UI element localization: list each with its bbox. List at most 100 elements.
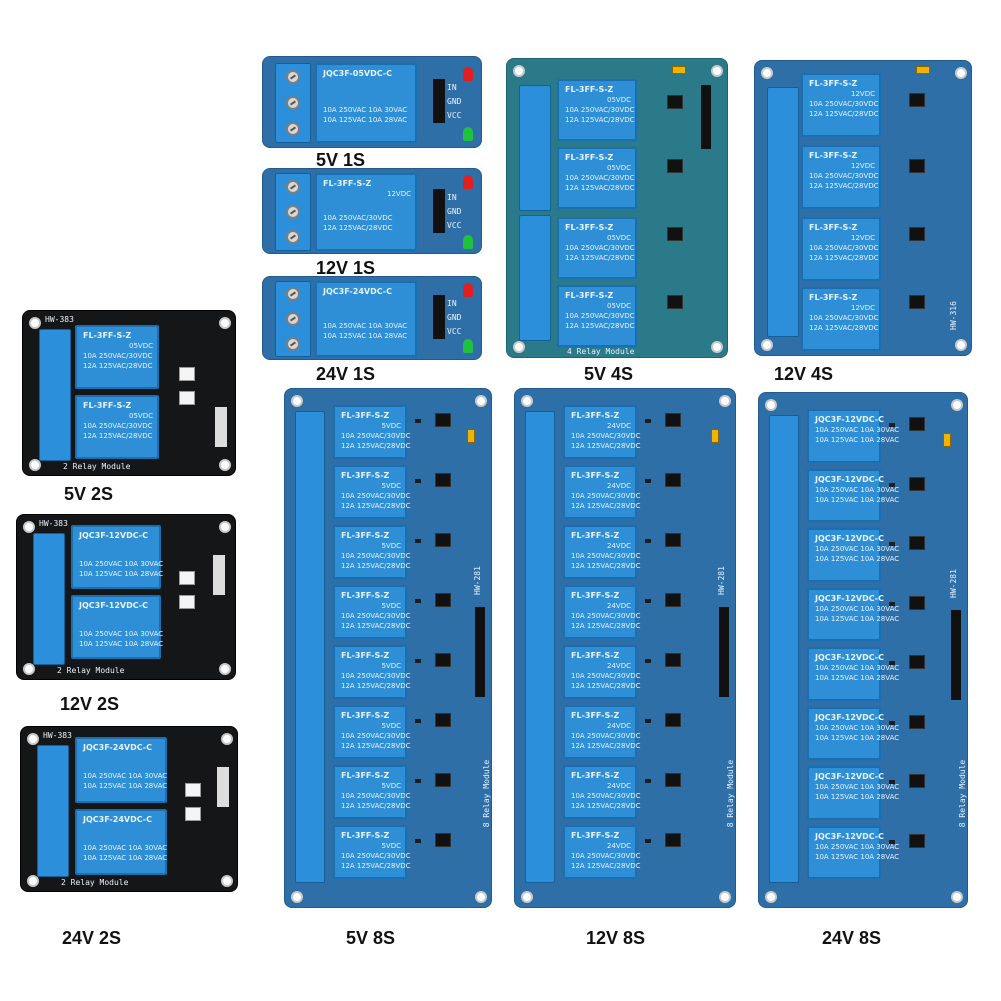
relay-rating-line: 10A 250VAC/30VDC <box>571 552 641 560</box>
relay-rating-line: 10A 250VAC/30VDC <box>341 852 411 860</box>
mount-hole <box>219 521 231 533</box>
relay-model: JQC3F-05VDC-C <box>323 69 392 78</box>
relay-model: FL-3FF-S-Z <box>341 411 390 420</box>
optocoupler <box>185 783 201 797</box>
relay-model: FL-3FF-S-Z <box>571 711 620 720</box>
relay-rating-line: 12A 125VAC/28VDC <box>341 562 411 570</box>
relay-model: FL-3FF-S-Z <box>83 401 132 410</box>
relay-voltage: 24VDC <box>607 782 631 790</box>
relay-voltage: 5VDC <box>381 782 401 790</box>
smd-resistor <box>889 423 895 427</box>
header-pins <box>433 79 445 123</box>
relay-rating-line: 10A 250VAC/30VDC <box>83 352 153 360</box>
board-label: 2 Relay Module <box>57 666 125 675</box>
screw <box>286 70 300 84</box>
relay-voltage: 12VDC <box>851 90 875 98</box>
relay-rating-line: 10A 125VAC 10A 28VAC <box>323 332 408 340</box>
power-led <box>463 283 473 297</box>
relay-rating-line: 10A 125VAC 10A 28VAC <box>323 116 408 124</box>
relay-12v: FL-3FF-S-Z 12VDC 10A 250VAC/30VDC 12A 12… <box>801 73 881 137</box>
status-led <box>463 127 473 141</box>
relay-model: FL-3FF-S-Z <box>341 771 390 780</box>
pin-label-vcc: VCC <box>447 111 462 120</box>
caption-12v-8s: 12V 8S <box>586 928 646 948</box>
smd-resistor <box>889 839 895 844</box>
header-pins <box>215 407 227 447</box>
mount-hole <box>27 733 39 745</box>
mount-hole <box>23 521 35 533</box>
optocoupler <box>665 833 681 847</box>
board-label: 8 Relay Module <box>726 759 736 828</box>
board-model: HW-281 <box>472 566 482 596</box>
mount-hole <box>761 67 773 79</box>
relay-model: FL-3FF-S-Z <box>571 651 620 660</box>
relay-rating-line: 10A 250VAC/30VDC <box>341 432 411 440</box>
relay-rating-line: 10A 250VAC 10A 30VAC <box>815 545 900 553</box>
optocoupler <box>435 473 451 487</box>
smd-resistor <box>415 839 421 843</box>
screw <box>286 96 300 110</box>
mount-hole <box>29 317 41 329</box>
mount-hole <box>521 395 533 407</box>
relay-5v: FL-3FF-S-Z 05VDC 10A 250VAC/30VDC 12A 12… <box>75 395 159 459</box>
relay-rating-line: 10A 250VAC/30VDC <box>571 852 641 860</box>
smd-resistor <box>415 719 421 723</box>
caption-12v-4s: 12V 4S <box>774 364 834 384</box>
relay-rating-line: 10A 125VAC 10A 28VAC <box>815 495 900 504</box>
mount-hole <box>955 339 967 351</box>
mount-hole <box>219 663 231 675</box>
jumper <box>467 429 475 443</box>
relay-rating-line: 10A 250VAC 10A 30VAC <box>815 664 900 672</box>
relay-model: JQC3F-12VDC-C <box>815 712 884 722</box>
mount-hole <box>955 67 967 79</box>
relay-rating-line: 12A 125VAC/28VDC <box>341 742 411 750</box>
relay-model: JQC3F-12VDC-C <box>815 831 884 841</box>
relay-rating-line: 12A 125VAC/28VDC <box>341 622 411 630</box>
relay-voltage: 24VDC <box>607 482 631 490</box>
relay-rating-line: 10A 125VAC 10A 28VAC <box>815 614 900 623</box>
smd-resistor <box>645 479 651 483</box>
relay-model: FL-3FF-S-Z <box>323 179 372 188</box>
relay-rating-line: 10A 250VAC/30VDC <box>571 612 641 620</box>
mount-hole <box>711 341 723 353</box>
smd-resistor <box>889 542 895 546</box>
relay-rating-line: 12A 125VAC/28VDC <box>571 682 641 690</box>
relay-rating-line: 12A 125VAC/28VDC <box>341 802 411 810</box>
relay-model: FL-3FF-S-Z <box>809 223 858 232</box>
relay-rating-line: 12A 125VAC/28VDC <box>341 502 411 510</box>
relay-model: FL-3FF-S-Z <box>571 771 620 780</box>
relay-rating-line: 12A 125VAC/28VDC <box>565 184 635 192</box>
relay-rating-line: 12A 125VAC/28VDC <box>571 802 641 810</box>
mount-hole <box>219 459 231 471</box>
header-pins <box>213 555 225 595</box>
relay-model: JQC3F-12VDC-C <box>79 531 148 540</box>
mount-hole <box>513 341 525 353</box>
screw <box>286 287 300 301</box>
relay-rating-line: 10A 250VAC/30VDC <box>571 432 641 440</box>
relay-rating-line: 10A 125VAC 10A 28VAC <box>815 733 900 742</box>
relay-rating-line: 10A 125VAC 10A 28VAC <box>83 854 168 862</box>
relay-rating-line: 12A 125VAC/28VDC <box>571 562 641 570</box>
relay-rating-line: 10A 250VAC 10A 30VAC <box>815 723 900 732</box>
relay-board-5v-2ch: HW-383 FL-3FF-S-Z 05VDC 10A 250VAC/30VDC… <box>22 310 236 476</box>
optocoupler <box>665 533 681 547</box>
relay-12v: FL-3FF-S-Z 12VDC 10A 250VAC/30VDC 12A 12… <box>801 217 881 281</box>
relay-5v: JQC3F-05VDC-C 10A 250VAC 10A 30VAC 10A 1… <box>315 63 417 143</box>
mount-hole <box>29 459 41 471</box>
relay-voltage: 05VDC <box>607 96 631 104</box>
board-model: HW-281 <box>716 566 726 596</box>
screw-terminal <box>33 533 65 665</box>
board-model: HW-316 <box>948 301 958 330</box>
relay-model: JQC3F-12VDC-C <box>815 653 884 662</box>
pin-label-gnd: GND <box>447 207 462 216</box>
relay-rating-line: 10A 250VAC/30VDC <box>341 672 411 680</box>
optocoupler <box>667 295 683 309</box>
